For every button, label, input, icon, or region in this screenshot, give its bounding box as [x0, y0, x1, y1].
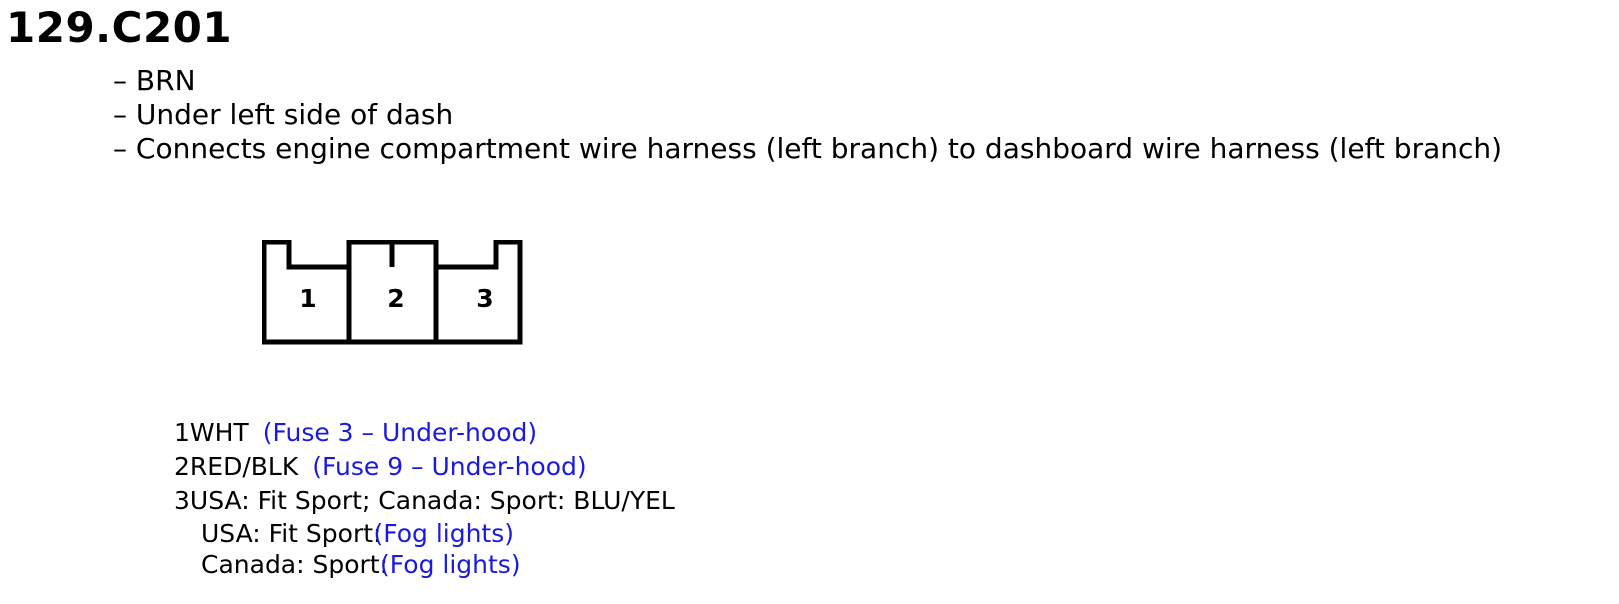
pin-label-1: 1 [299, 284, 316, 313]
pinout-row-3: 3USA: Fit Sport; Canada: Sport: BLU/YEL [174, 484, 675, 518]
connector-location-item: – Under left side of dash [113, 98, 454, 131]
circuit-link[interactable]: (Fuse 9 – Under-hood) [312, 452, 587, 481]
variant-model: Canada: Sport: [201, 550, 389, 579]
pin-label-3: 3 [476, 284, 493, 313]
pinout-list: 1WHT (Fuse 3 – Under-hood) 2RED/BLK (Fuse … [174, 416, 675, 580]
circuit-link[interactable]: (Fog lights) [380, 550, 521, 579]
circuit-link[interactable]: (Fog lights) [373, 519, 515, 548]
pinout-variant-row: USA: Fit Sport:(Fog lights) [174, 518, 675, 549]
wire-color: USA: Fit Sport; Canada: Sport: BLU/YEL [189, 486, 675, 515]
variant-model: USA: Fit Sport: [201, 519, 382, 548]
wire-color: RED/BLK [189, 452, 299, 481]
connector-purpose-item: – Connects engine compartment wire harne… [113, 132, 1503, 165]
page-title: 129.C201 [6, 3, 233, 52]
connector-face-diagram: 1 2 3 [262, 240, 523, 345]
pin-number: 3 [174, 486, 190, 515]
pin-label-2: 2 [387, 284, 404, 313]
pinout-variant-row: Canada: Sport:(Fog lights) [174, 549, 675, 580]
pin-number: 2 [174, 452, 190, 481]
circuit-link[interactable]: (Fuse 3 – Under-hood) [262, 418, 538, 447]
wire-color: WHT [189, 418, 249, 447]
pinout-row-1: 1WHT (Fuse 3 – Under-hood) [174, 416, 675, 450]
pin-number: 1 [174, 418, 190, 447]
pinout-row-2: 2RED/BLK (Fuse 9 – Under-hood) [174, 450, 675, 484]
connector-color-item: – BRN [113, 64, 196, 97]
connector-description-list: – BRN – Under left side of dash – Connec… [113, 64, 1502, 166]
